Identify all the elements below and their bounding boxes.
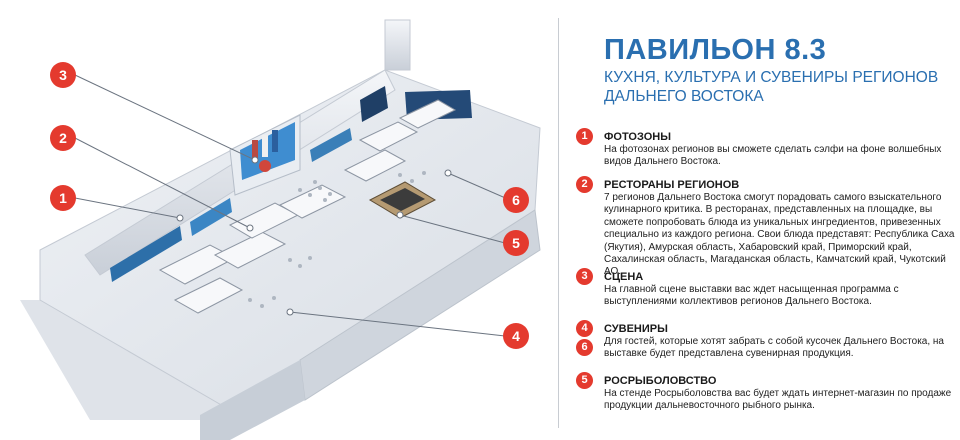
- building-shell: [20, 19, 541, 440]
- legend-item-stage: 3 СЦЕНА На главной сцене выставки вас жд…: [576, 268, 956, 309]
- legend-item-souvenirs: 4 6 СУВЕНИРЫ Для гостей, которые хотят з…: [576, 320, 956, 361]
- map-marker-1: 1: [50, 185, 76, 211]
- panel-divider: [558, 18, 559, 428]
- map-marker-6: 6: [503, 187, 529, 213]
- legend-heading: РОСРЫБОЛОВСТВО: [604, 375, 717, 387]
- map-marker-5: 5: [503, 230, 529, 256]
- map-marker-3: 3: [50, 62, 76, 88]
- legend-panel: ПАВИЛЬОН 8.3 КУХНЯ, КУЛЬТУРА И СУВЕНИРЫ …: [560, 0, 960, 440]
- map-marker-2: 2: [50, 125, 76, 151]
- svg-text:3: 3: [59, 67, 67, 83]
- pavilion-floorplan: 3 2 1 6 5 4: [20, 19, 541, 440]
- legend-text: 7 регионов Дальнего Востока смогут порад…: [604, 192, 955, 278]
- legend-heading: ФОТОЗОНЫ: [604, 131, 671, 143]
- stage-block: [229, 114, 301, 196]
- svg-text:5: 5: [512, 235, 520, 251]
- svg-text:4: 4: [512, 328, 520, 344]
- legend-number: 5: [576, 372, 593, 389]
- legend-number: 6: [576, 339, 593, 356]
- legend-text: На стенде Росрыболовства вас будет ждать…: [604, 388, 952, 412]
- legend-item-restaurants: 2 РЕСТОРАНЫ РЕГИОНОВ 7 регионов Дальнего…: [576, 176, 956, 279]
- legend-number: 2: [576, 176, 593, 193]
- svg-text:2: 2: [59, 130, 67, 146]
- legend-heading: СУВЕНИРЫ: [604, 323, 668, 335]
- page-title: ПАВИЛЬОН 8.3: [604, 34, 827, 66]
- leader-lines: [74, 74, 511, 337]
- leader-line-ends: [176, 156, 452, 316]
- legend-item-rosrybolovstvo: 5 РОСРЫБОЛОВСТВО На стенде Росрыболовств…: [576, 372, 956, 413]
- svg-text:1: 1: [59, 190, 67, 206]
- map-marker-4: 4: [503, 323, 529, 349]
- legend-text: Для гостей, которые хотят забрать с собо…: [604, 336, 944, 360]
- rosrybolovstvo-stand: [368, 181, 437, 219]
- legend-heading: СЦЕНА: [604, 271, 644, 283]
- legend-number: 1: [576, 128, 593, 145]
- legend-number: 3: [576, 268, 593, 285]
- legend-text: На фотозонах регионов вы сможете сделать…: [604, 144, 942, 168]
- legend-heading: РЕСТОРАНЫ РЕГИОНОВ: [604, 179, 740, 191]
- legend-text: На главной сцене выставки вас ждет насыщ…: [604, 284, 899, 308]
- legend-item-photozones: 1 ФОТОЗОНЫ На фотозонах регионов вы смож…: [576, 128, 956, 169]
- legend-number: 4: [576, 320, 593, 337]
- page-subtitle: КУХНЯ, КУЛЬТУРА И СУВЕНИРЫ РЕГИОНОВ ДАЛЬ…: [604, 69, 939, 105]
- svg-text:6: 6: [512, 192, 520, 208]
- seating-areas: [248, 171, 426, 308]
